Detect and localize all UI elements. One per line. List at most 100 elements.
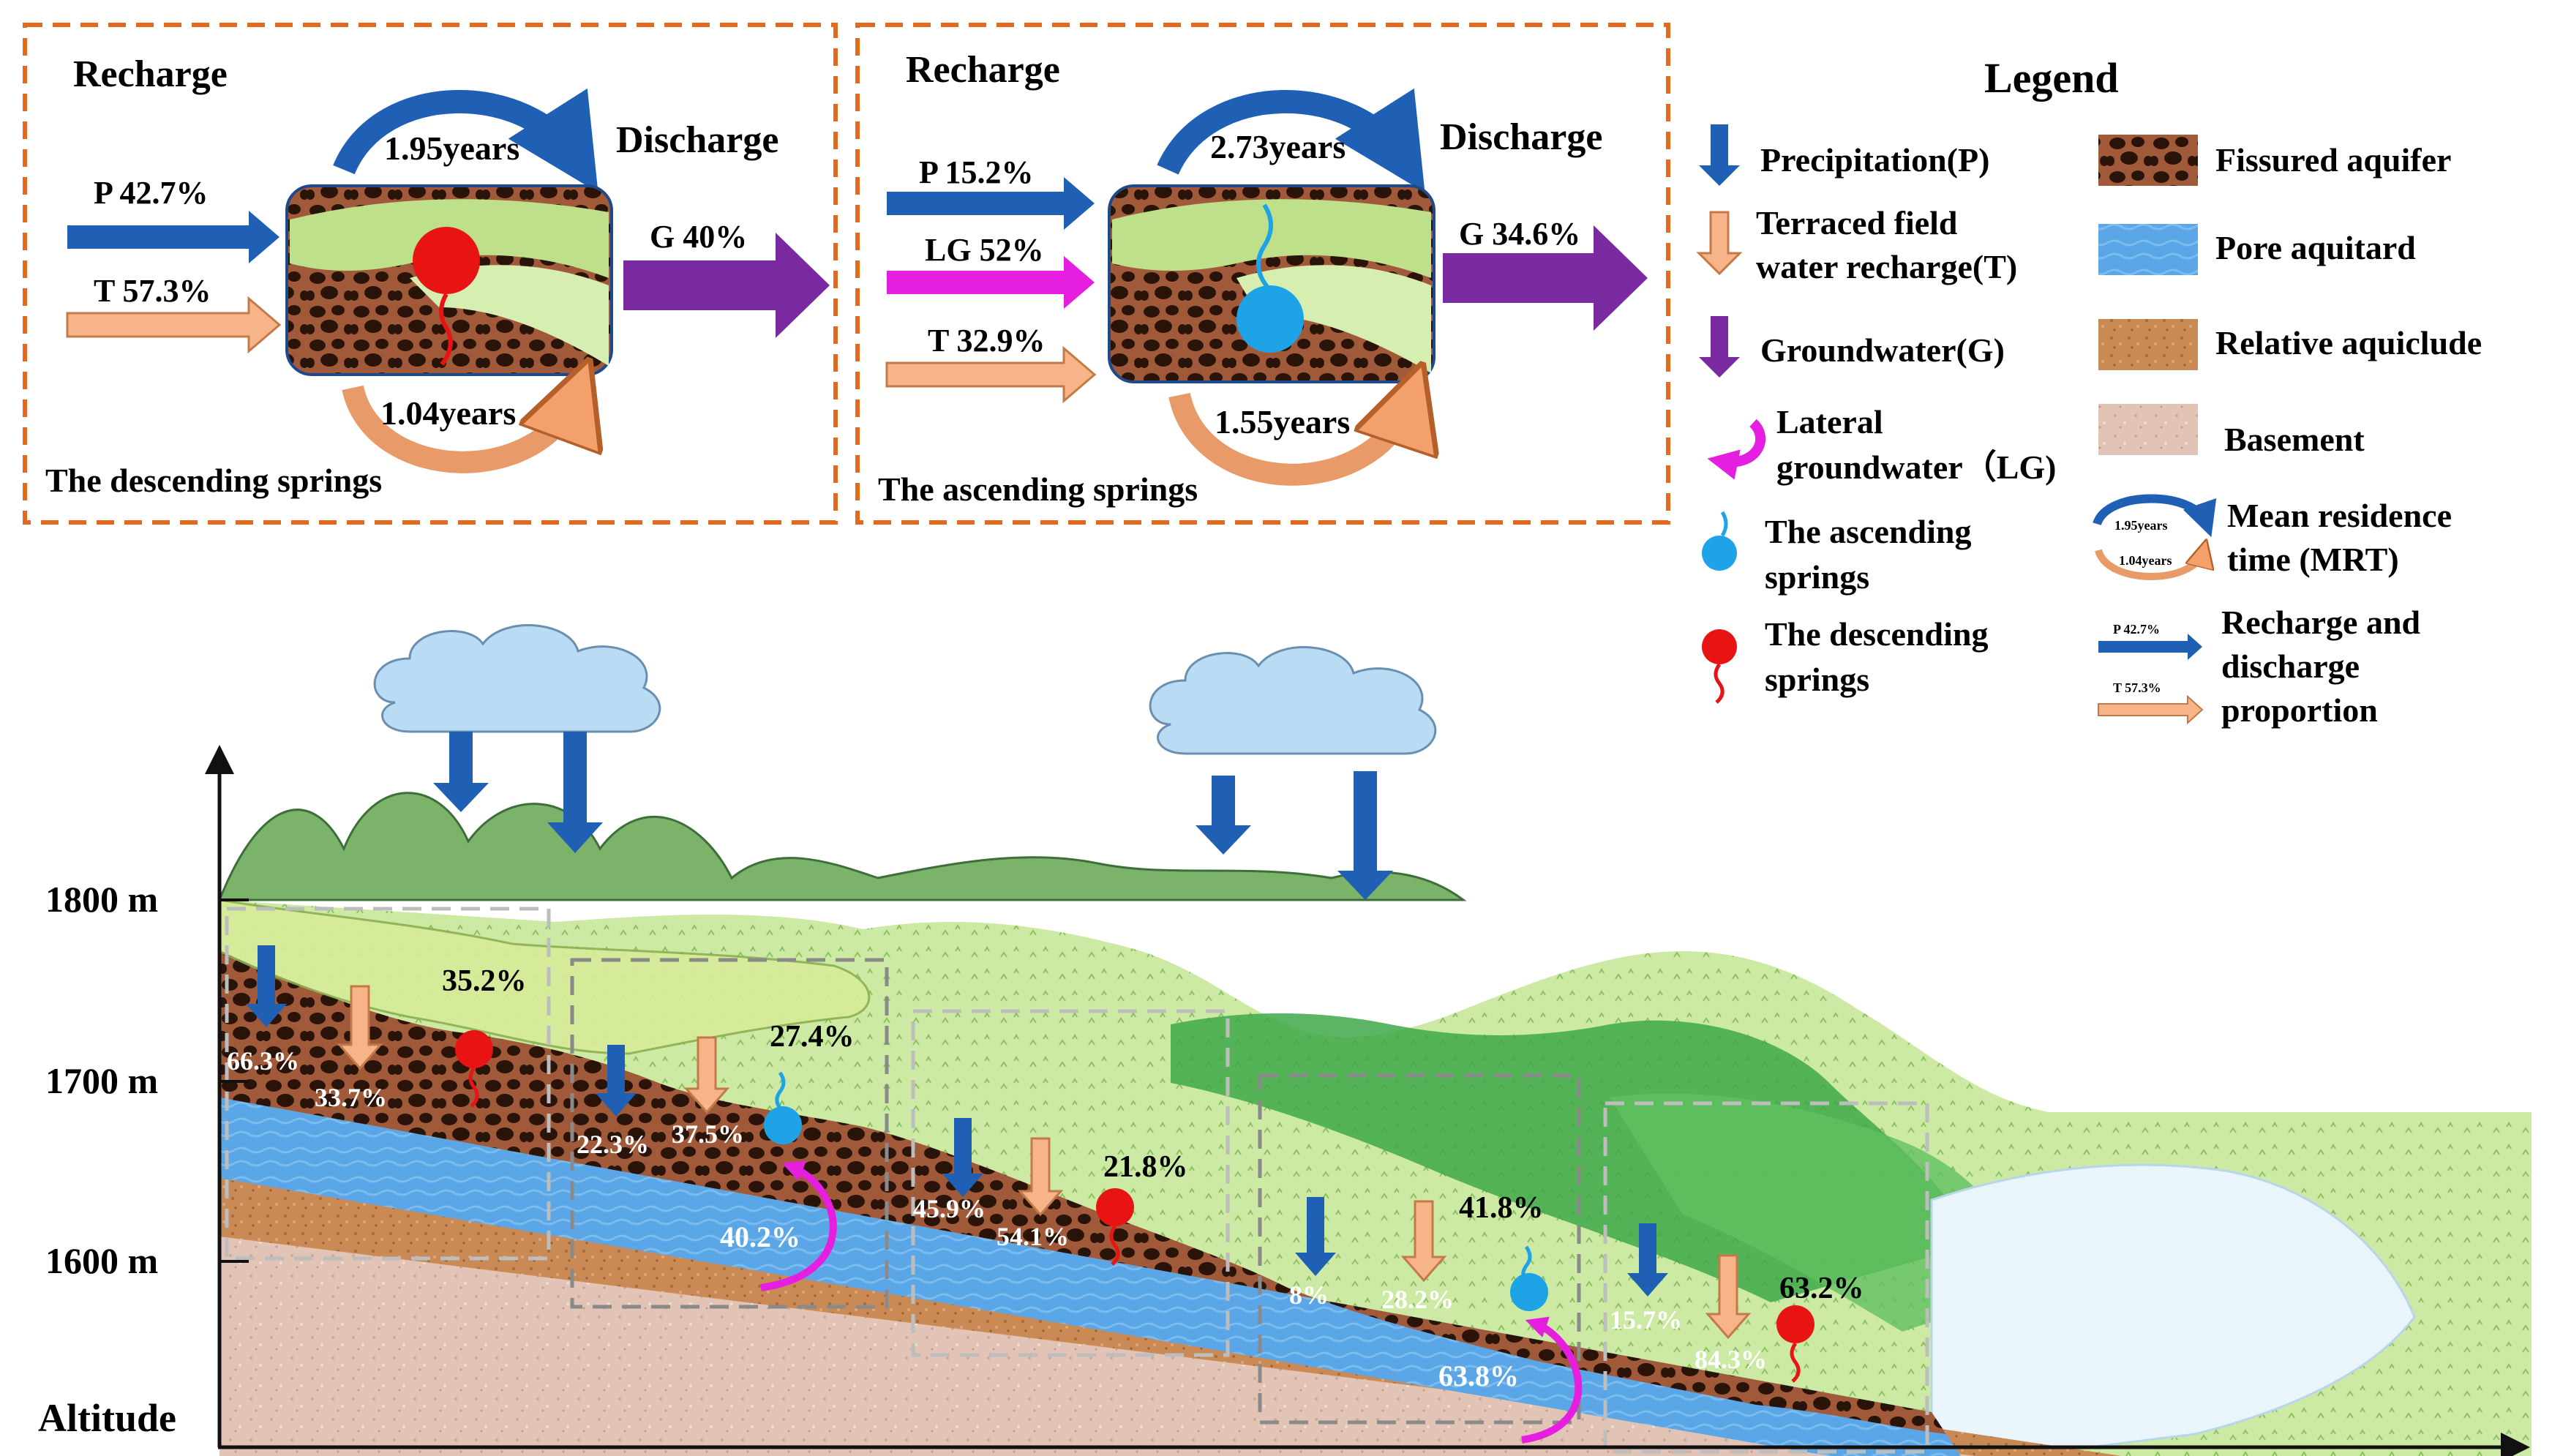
- legend-lateral-2: groundwater（LG): [1776, 449, 2057, 486]
- legend-terraced-icon: [1696, 211, 1743, 276]
- zone3-spring-tail: [1109, 1225, 1120, 1266]
- rain-arrow-4: [1337, 771, 1393, 900]
- panel2-spring-tail: [1256, 203, 1273, 288]
- zone3-t-arrow: [1017, 1137, 1064, 1217]
- background-hills: [217, 792, 1467, 901]
- legend-ascending-2: springs: [1765, 558, 1869, 596]
- zone3-descending-spring: [1096, 1188, 1134, 1226]
- panel2-discharge-label: Discharge: [1440, 116, 1602, 158]
- zone1-t-label: 33.7%: [315, 1083, 387, 1112]
- legend-ascending-tail: [1720, 511, 1728, 537]
- zone-frame-2: [570, 958, 889, 1309]
- rain-arrow-3: [1196, 776, 1251, 855]
- panel1-t-arrow: [66, 296, 282, 354]
- legend: Legend Precipitation(P) Terraced field w…: [1696, 54, 2482, 729]
- panel1-p-arrow: [67, 211, 279, 263]
- panel1-p-label: P 42.7%: [94, 175, 208, 211]
- panel2-lg-arrow: [887, 256, 1095, 309]
- layer-fissured-aquifer: [219, 951, 1946, 1434]
- legend-proportion-icon: P 42.7% T 57.3%: [2098, 622, 2204, 725]
- zone2-t-label: 37.5%: [672, 1119, 744, 1149]
- panel2-p-label: P 15.2%: [919, 154, 1033, 190]
- legend-terraced-2: water recharge(T): [1756, 248, 2017, 285]
- zone1-descending-spring: [455, 1030, 493, 1068]
- zone-frame-1: [225, 907, 551, 1261]
- legend-lateral-1: Lateral: [1776, 403, 1883, 440]
- legend-mrt-1: Mean residence: [2227, 497, 2452, 534]
- legend-descending-1: The descending: [1765, 615, 1988, 653]
- panel2-lg-label: LG 52%: [925, 232, 1044, 268]
- terrace-left: [218, 898, 871, 1055]
- zone2-out-label: 27.4%: [770, 1020, 855, 1054]
- legend-pore: Pore aquitard: [2215, 229, 2416, 266]
- legend-precipitation-icon: [1699, 124, 1740, 186]
- legend-aquiclude-swatch: [2098, 319, 2198, 370]
- zone1-t-arrow: [337, 985, 383, 1070]
- legend-descending-2: springs: [1765, 661, 1869, 698]
- zone4-p-arrow: [1295, 1197, 1336, 1276]
- panel2-p-arrow: [887, 177, 1095, 230]
- legend-terraced-1: Terraced field: [1756, 204, 1958, 241]
- layer-pore-aquitard: [219, 1097, 1961, 1456]
- legend-groundwater-icon: [1699, 316, 1740, 378]
- panel2-caption: The ascending springs: [878, 470, 1198, 508]
- zone1-p-arrow: [246, 945, 287, 1027]
- legend-descending-tail: [1714, 663, 1725, 704]
- tick-label-1600: 1600 m: [45, 1240, 158, 1281]
- axes: 1800 m 1700 m 1600 m Altitude: [38, 745, 2530, 1456]
- panel1-g-arrow: [623, 233, 830, 338]
- panel1-caption: The descending springs: [45, 462, 382, 499]
- zone4-t-label: 28.2%: [1381, 1285, 1454, 1314]
- panel-descending: Recharge Discharge 1.95years P 42.7% T 5…: [45, 53, 830, 499]
- panel2-g-arrow: [1443, 225, 1648, 331]
- legend-prop-icon-t: T 57.3%: [2113, 680, 2161, 695]
- rain-arrow-1: [433, 732, 489, 812]
- legend-prop-icon-p: P 42.7%: [2113, 622, 2160, 637]
- panel1-mrt-bottom-arc: [342, 388, 578, 473]
- zone5-out-label: 63.2%: [1779, 1272, 1864, 1305]
- y-axis-title: Altitude: [38, 1396, 176, 1440]
- legend-pore-swatch: [2098, 224, 2198, 275]
- panel2-mrt-top-label: 2.73years: [1210, 128, 1346, 165]
- legend-title: Legend: [1984, 54, 2119, 102]
- zone5-t-label: 84.3%: [1695, 1345, 1767, 1374]
- panel1-mrt-top-arc: [333, 88, 598, 193]
- legend-mrt-2: time (MRT): [2227, 541, 2399, 578]
- tick-label-1800: 1800 m: [45, 879, 158, 920]
- panel2-mrt-bottom-arc: [1168, 395, 1412, 486]
- panel1-discharge-label: Discharge: [616, 119, 778, 161]
- cloud-right: [1149, 646, 1437, 755]
- panel-descending-frame: [23, 23, 838, 525]
- panel1-mrt-top-label: 1.95years: [384, 130, 519, 167]
- zone3-p-arrow: [942, 1118, 983, 1197]
- zone2-lg-label: 40.2%: [720, 1220, 800, 1253]
- zone3-out-label: 21.8%: [1103, 1150, 1188, 1184]
- zone1-out-label: 35.2%: [442, 964, 527, 998]
- legend-ascending-icon: [1702, 536, 1737, 571]
- panel2-g-label: G 34.6%: [1459, 216, 1580, 252]
- panel1-recharge-label: Recharge: [73, 53, 228, 95]
- zone4-p-label: 8%: [1289, 1280, 1329, 1310]
- rain-arrow-2: [547, 732, 603, 853]
- zone4-ascending-spring: [1510, 1273, 1548, 1311]
- panel1-t-label: T 57.3%: [94, 273, 211, 309]
- tick-label-1700: 1700 m: [45, 1060, 158, 1101]
- legend-fissured: Fissured aquifer: [2215, 141, 2451, 179]
- zone2-spring-tail: [775, 1071, 786, 1112]
- zone-frame-3: [911, 1009, 1230, 1357]
- zone2-t-arrow: [683, 1036, 730, 1114]
- panel1-descending-spring: [413, 227, 480, 294]
- zone2-p-arrow: [596, 1045, 637, 1117]
- legend-basement-swatch: [2098, 404, 2198, 455]
- legend-basement: Basement: [2224, 421, 2365, 458]
- panel-ascending-frame: [855, 23, 1670, 525]
- zone-frame-5: [1603, 1101, 1929, 1454]
- legend-prop-2: discharge: [2221, 648, 2360, 685]
- legend-mrt-icon-top: 1.95years: [2114, 518, 2167, 533]
- legend-fissured-swatch: [2098, 135, 2198, 186]
- zone4-lg-label: 63.8%: [1438, 1359, 1519, 1392]
- legend-precipitation: Precipitation(P): [1760, 141, 1989, 179]
- terrace-green-far-right: [1610, 1093, 2034, 1332]
- zone2-p-label: 22.3%: [577, 1130, 649, 1159]
- panel2-t-label: T 32.9%: [928, 323, 1046, 359]
